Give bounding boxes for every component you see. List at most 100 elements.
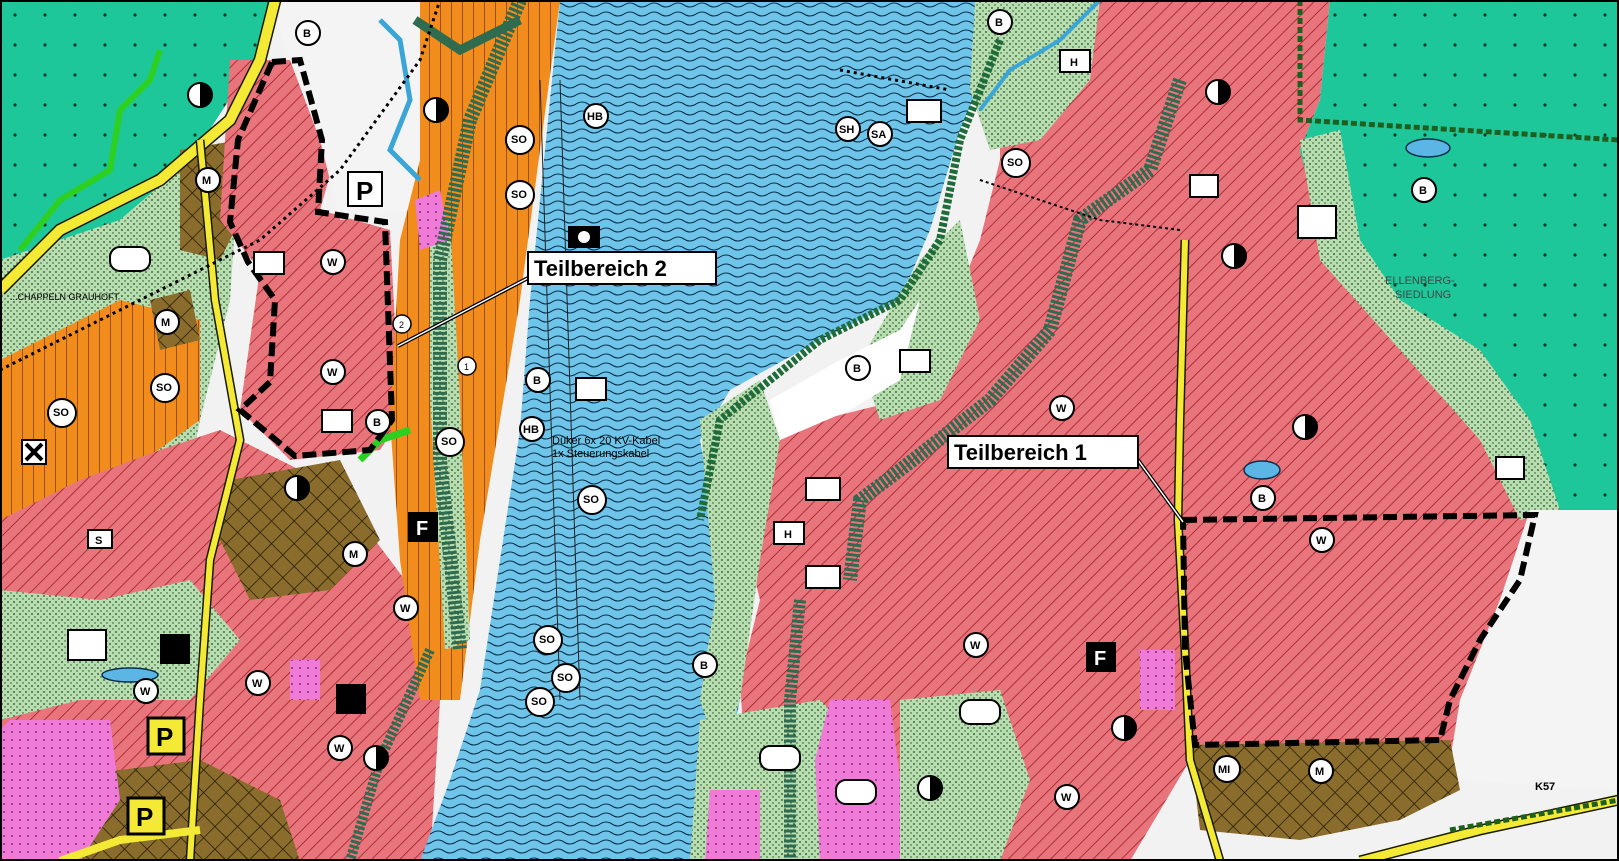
symbol-m-2: M (154, 309, 180, 335)
svg-text:W: W (140, 686, 151, 698)
powerline-west (0, 0, 442, 372)
pond-east-2 (1243, 460, 1281, 480)
svg-text:B: B (700, 660, 708, 672)
symbol-parking-north: P (347, 171, 383, 207)
symbol-b-top-east: B (987, 9, 1013, 35)
green-shore-northeast (970, 0, 1100, 150)
forest-boundary-k57 (1449, 797, 1619, 833)
white-area-north (270, 0, 430, 220)
svg-text:M: M (161, 317, 170, 329)
svg-text:SO: SO (441, 436, 457, 448)
teilbereich-2-callout-label: Teilbereich 2 (534, 256, 667, 281)
stream-north (378, 18, 422, 182)
symbol-b-top: B (295, 20, 321, 46)
symbol-m-3: M (342, 541, 368, 567)
symbol-w-1: W (320, 249, 346, 275)
water-body (420, 0, 1000, 861)
symbol-h-northeast: H (1059, 49, 1091, 73)
svg-text:SO: SO (511, 134, 527, 146)
pictogram-campsite-3 (805, 565, 841, 589)
symbol-b-east-2: B (1250, 485, 1276, 511)
symbol-so-6: SO (551, 663, 581, 693)
svg-text:B: B (1258, 493, 1266, 505)
symbol-so-2: SO (505, 125, 535, 155)
pink-area-east (1140, 650, 1175, 710)
pictogram-pool-2 (959, 699, 1001, 725)
svg-text:2: 2 (399, 320, 404, 330)
pink-area-north (415, 190, 450, 250)
symbol-f-1: F (408, 512, 438, 542)
green-area-southwest (0, 580, 240, 720)
symbol-h-south: H (773, 521, 805, 545)
svg-text:W: W (327, 257, 338, 269)
road-nordstrasse-fill (0, 0, 280, 294)
mixed-area-west-3 (220, 460, 380, 600)
white-area-southeast (1450, 510, 1619, 790)
svg-text:B: B (1419, 185, 1427, 197)
pictogram-church-2 (336, 684, 366, 714)
symbol-w-5: W (133, 678, 159, 704)
road-k57-fill (1358, 796, 1619, 861)
marker-halfcircle-6 (284, 475, 310, 501)
symbol-w-east: W (1049, 395, 1075, 421)
symbol-so-9: SO (47, 398, 77, 428)
svg-text:H: H (1070, 57, 1078, 69)
svg-text:W: W (327, 367, 338, 379)
road-label-k57: K57 (1535, 781, 1555, 793)
green-corridor-east (843, 77, 1187, 581)
svg-text:1: 1 (464, 362, 469, 372)
svg-text:HB: HB (523, 424, 539, 436)
svg-text:H: H (784, 529, 792, 541)
residential-area-teilbereich2-zone (220, 60, 400, 460)
marker-halfcircle-8 (917, 775, 943, 801)
svg-text:W: W (252, 678, 263, 690)
svg-text:P: P (156, 722, 173, 752)
teilbereich-1-callout-label: Teilbereich 1 (954, 440, 1087, 465)
pictogram-playground-1 (253, 251, 285, 275)
pink-area-west-small (290, 660, 320, 700)
cable-duker-line (539, 79, 561, 701)
symbol-number-1: 1 (457, 356, 477, 376)
symbol-w-6: W (327, 735, 353, 761)
svg-text:SO: SO (156, 382, 172, 394)
symbol-b-shore: B (845, 355, 871, 381)
symbol-b-south: B (692, 652, 718, 678)
teilbereich-2-boundary (226, 56, 396, 460)
green-corridor-north (412, 15, 523, 56)
svg-text:B: B (533, 375, 541, 387)
area-name-siedlung: SIEDLUNG (1395, 289, 1451, 301)
svg-text:W: W (1061, 792, 1072, 804)
pictogram-pool-4 (835, 779, 877, 805)
symbol-b-teil2: B (365, 409, 391, 435)
svg-text:HB: HB (587, 111, 603, 123)
pink-area-south-2 (705, 790, 760, 861)
marker-halfcircle-1 (187, 82, 213, 108)
svg-text:B: B (303, 28, 311, 40)
forest-area-east (1300, 0, 1619, 520)
pictogram-church (160, 634, 190, 664)
symbol-b-water: B (525, 367, 551, 393)
pond-east-1 (1405, 138, 1451, 158)
symbol-so-4: SO (577, 485, 607, 515)
svg-text:W: W (1056, 403, 1067, 415)
pictogram-grid-east (1297, 205, 1337, 239)
symbol-parking-south-2: P (126, 796, 166, 836)
marker-halfcircle-4 (1221, 243, 1247, 269)
symbol-so-east: SO (1001, 148, 1031, 178)
pictogram-campsite-1 (906, 99, 942, 123)
symbol-so-5: SO (533, 625, 563, 655)
svg-text:W: W (970, 640, 981, 652)
symbol-w-2: W (320, 359, 346, 385)
svg-text:P: P (356, 176, 373, 206)
pictogram-playground-3 (575, 377, 607, 401)
svg-text:W: W (1316, 535, 1327, 547)
pictogram-pool-1 (109, 246, 151, 272)
svg-text:F: F (1094, 648, 1106, 670)
svg-text:B: B (853, 363, 861, 375)
symbol-so-8: SO (150, 373, 180, 403)
symbol-so-7: SO (525, 687, 555, 717)
symbol-w-4: W (245, 670, 271, 696)
svg-text:W: W (334, 743, 345, 755)
symbol-f-2: F (1086, 642, 1116, 672)
powerline-east (839, 68, 951, 92)
